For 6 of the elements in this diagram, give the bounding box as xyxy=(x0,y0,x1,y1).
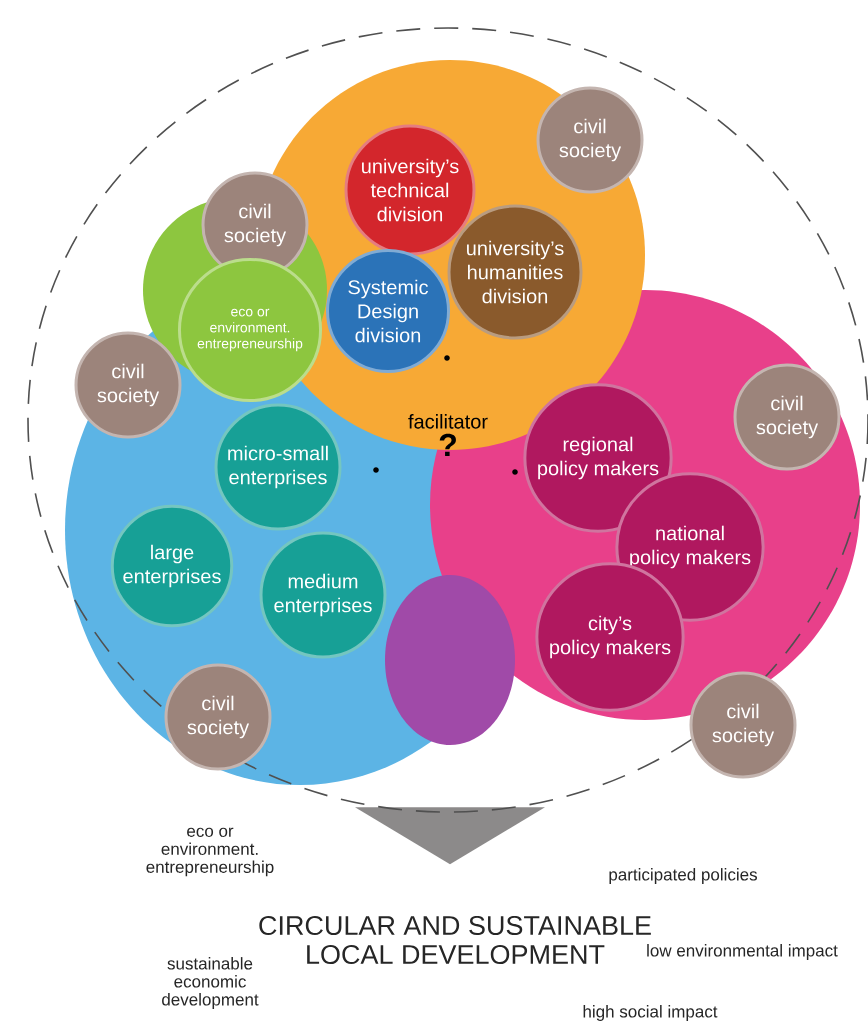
outcome-label: high social impact xyxy=(583,1005,718,1021)
facilitator-label: facilitator ? xyxy=(408,414,488,456)
outcome-label: participated policies xyxy=(609,868,757,884)
funnel-triangle xyxy=(355,807,545,865)
outcome-label: sustainable economic development xyxy=(162,957,259,1009)
outcome-label: eco or environment. entrepreneurship xyxy=(146,827,274,877)
